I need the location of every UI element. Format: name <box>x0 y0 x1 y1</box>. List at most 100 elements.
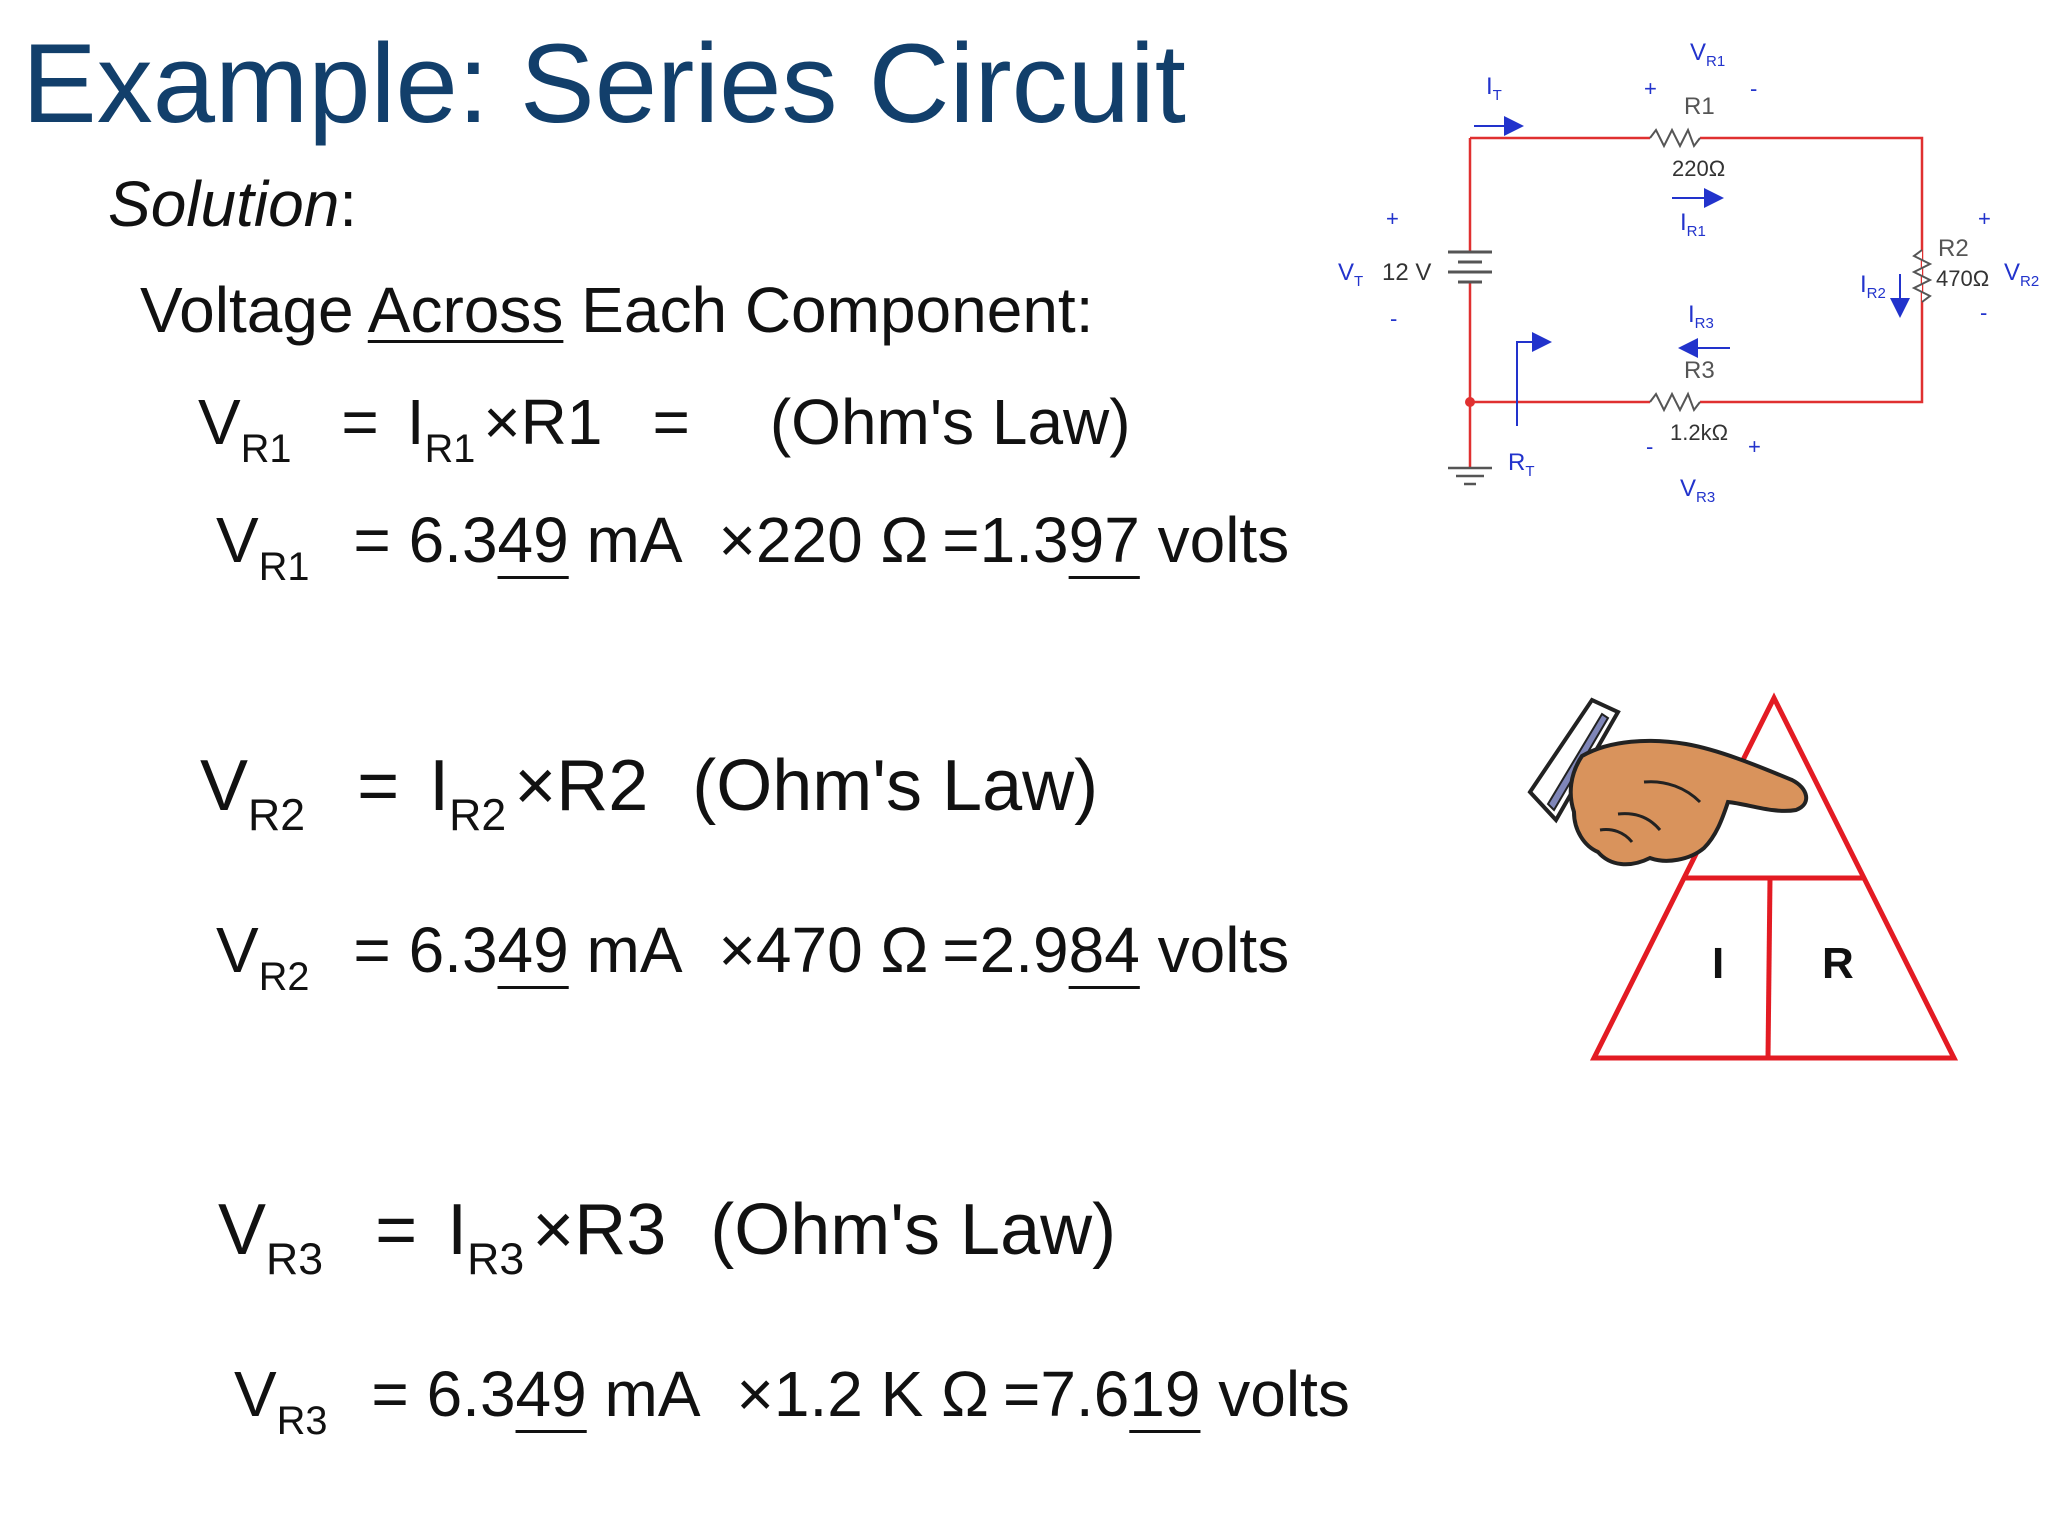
r2-minus: - <box>1980 300 1987 325</box>
res3-equals: = <box>1002 1358 1041 1430</box>
vt-value: 12 V <box>1382 259 1431 286</box>
res1-current-pre: = 6.3 <box>353 504 498 576</box>
result-vr1: VR1= 6.349 mA×220 Ω=1.397 volts <box>216 508 1289 587</box>
eq1-resistor: R1 <box>520 386 603 458</box>
r2-plus: + <box>1978 206 1991 231</box>
eq1-equals2: = <box>652 386 690 458</box>
subheading-underlined: Across <box>367 274 564 346</box>
eq3-lhs-sub: R3 <box>266 1235 324 1285</box>
ground-symbol <box>1448 466 1492 486</box>
eq3-lhs: V <box>218 1190 267 1270</box>
ohms-law-triangle: I R <box>1527 692 1959 1061</box>
eq1-lhs: V <box>198 386 241 458</box>
res3-value-underlined: 19 <box>1129 1358 1201 1430</box>
solution-label: Solution: <box>108 172 357 236</box>
res1-times: × <box>718 504 756 576</box>
res1-current-underlined: 49 <box>497 504 569 576</box>
eq3-times: × <box>532 1190 575 1270</box>
eq1-current: I <box>406 386 425 458</box>
vr3-label: VR3 <box>1680 475 1715 506</box>
circuit-diagram: VR1 IT + - R1 220Ω IR1 + VT 12 V - + R2 … <box>1338 39 2039 506</box>
circuit-wires <box>1468 136 1924 468</box>
res1-lhs: V <box>216 504 259 576</box>
eq1-lhs-sub: R1 <box>240 426 292 471</box>
solution-colon: : <box>339 168 358 240</box>
subheading-pre: Voltage <box>140 274 368 346</box>
vr1-label: VR1 <box>1690 39 1725 70</box>
r1-minus: - <box>1750 76 1757 101</box>
eq1-equals: = <box>341 386 379 458</box>
eq1-current-sub: R1 <box>424 426 476 471</box>
junction-dot <box>1465 397 1475 407</box>
resistor-r2-symbol <box>1911 249 1933 303</box>
r1-name: R1 <box>1684 93 1715 120</box>
res2-current-underlined: 49 <box>497 914 569 986</box>
eq1-law: (Ohm's Law) <box>769 386 1131 458</box>
r3-plus: + <box>1748 434 1761 459</box>
res3-lhs-sub: R3 <box>276 1398 328 1443</box>
equation-vr3: VR3=IR3×R3(Ohm's Law) <box>218 1194 1116 1282</box>
eq2-resistor: R2 <box>556 746 649 826</box>
vr2-label: VR2 <box>2004 259 2039 290</box>
res2-current-pre: = 6.3 <box>353 914 498 986</box>
r1-plus: + <box>1644 76 1657 101</box>
eq1-times: × <box>483 386 521 458</box>
res1-value-underlined: 97 <box>1068 504 1140 576</box>
eq3-current: I <box>447 1190 468 1270</box>
r2-value: 470Ω <box>1936 266 1989 291</box>
equation-vr2: VR2=IR2×R2(Ohm's Law) <box>200 750 1098 838</box>
subheading-post: Each Component: <box>563 274 1094 346</box>
res2-unit: mA <box>568 914 683 986</box>
r3-minus: - <box>1646 434 1653 459</box>
triangle-i-label: I <box>1712 939 1724 988</box>
rt-arrow <box>1516 332 1552 426</box>
battery-symbol <box>1448 250 1492 284</box>
result-vr3: VR3= 6.349 mA×1.2 K Ω=7.619 volts <box>234 1362 1350 1441</box>
solution-text: Solution <box>108 168 340 240</box>
eq3-equals: = <box>375 1190 418 1270</box>
eq2-current: I <box>429 746 450 826</box>
res3-value-unit: volts <box>1200 1358 1350 1430</box>
triangle-outline <box>1589 692 1959 1061</box>
subheading: Voltage Across Each Component: <box>140 278 1093 342</box>
res2-value-unit: volts <box>1139 914 1290 986</box>
result-vr2: VR2= 6.349 mA×470 Ω=2.984 volts <box>216 918 1289 997</box>
slide-title: Example: Series Circuit <box>22 21 1186 146</box>
res1-resistance: 220 Ω <box>755 504 929 576</box>
rt-label: RT <box>1508 449 1535 480</box>
pointing-hand-icon <box>1527 697 1808 867</box>
r3-name: R3 <box>1684 357 1715 384</box>
r1-value: 220Ω <box>1672 156 1725 181</box>
res3-unit: mA <box>586 1358 701 1430</box>
r3-value: 1.2kΩ <box>1670 420 1728 445</box>
eq2-lhs: V <box>200 746 249 826</box>
res2-resistance: 470 Ω <box>755 914 929 986</box>
triangle-r-label: R <box>1822 939 1854 988</box>
res1-lhs-sub: R1 <box>258 544 310 589</box>
vt-plus: + <box>1386 206 1399 231</box>
res2-equals: = <box>942 914 980 986</box>
eq2-law: (Ohm's Law) <box>692 746 1099 826</box>
res2-value-pre: 2.9 <box>979 914 1069 986</box>
eq2-times: × <box>514 746 557 826</box>
eq3-law: (Ohm's Law) <box>710 1190 1117 1270</box>
eq3-resistor: R3 <box>574 1190 667 1270</box>
res1-value-unit: volts <box>1139 504 1290 576</box>
vt-minus: - <box>1390 306 1397 331</box>
eq2-lhs-sub: R2 <box>248 791 306 841</box>
res1-equals: = <box>942 504 980 576</box>
res3-value-pre: 7.6 <box>1040 1358 1130 1430</box>
res2-lhs: V <box>216 914 259 986</box>
res3-current-pre: = 6.3 <box>371 1358 516 1430</box>
ir1-label: IR1 <box>1680 209 1706 240</box>
resistor-r3-symbol <box>1649 391 1701 413</box>
eq3-current-sub: R3 <box>467 1235 525 1285</box>
it-label: IT <box>1486 73 1502 104</box>
res3-lhs: V <box>234 1358 277 1430</box>
res2-value-underlined: 84 <box>1068 914 1140 986</box>
resistor-r1-symbol <box>1649 127 1701 149</box>
vt-label: VT <box>1338 259 1363 290</box>
res3-current-underlined: 49 <box>515 1358 587 1430</box>
ir3-label: IR3 <box>1688 301 1714 332</box>
equation-vr1: VR1=IR1×R1=(Ohm's Law) <box>198 390 1131 469</box>
